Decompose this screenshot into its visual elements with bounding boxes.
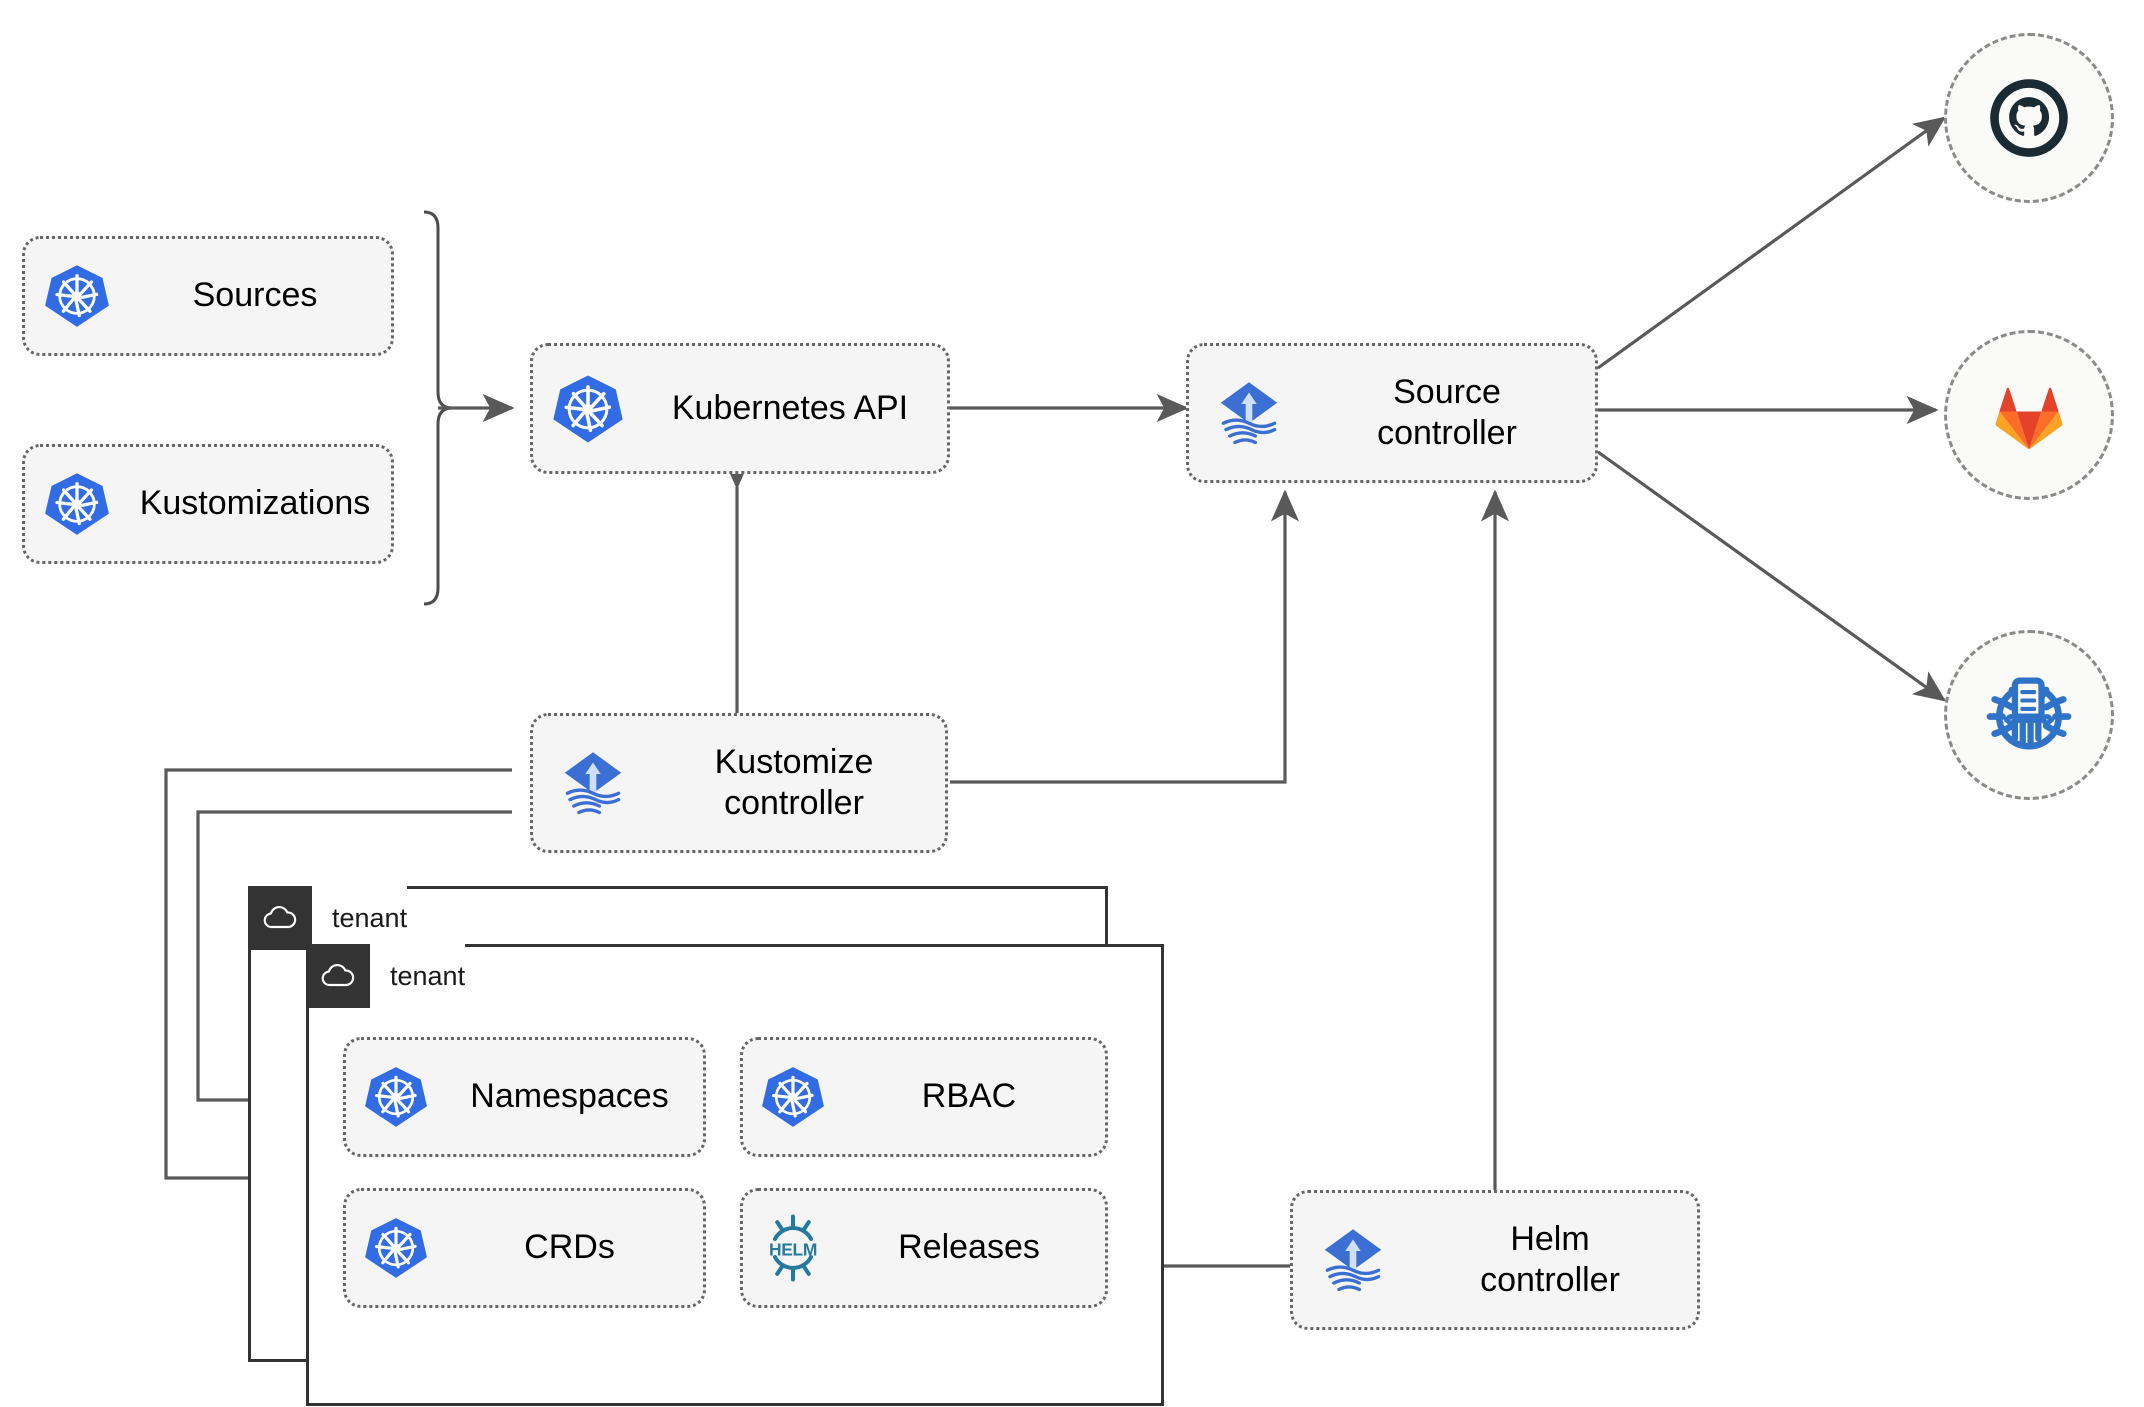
node-kustomize-controller[interactable]: Kustomize controller [530, 713, 948, 853]
node-rbac[interactable]: RBAC [740, 1037, 1108, 1157]
node-label: Sources [192, 276, 318, 315]
provider-github[interactable] [1944, 33, 2114, 203]
node-releases[interactable]: HELM Releases [740, 1188, 1108, 1308]
gitlab-icon [1995, 387, 2063, 450]
tenant-inner[interactable]: tenant [306, 944, 1164, 1406]
kubernetes-icon [533, 372, 643, 446]
provider-helm[interactable] [1944, 630, 2114, 800]
tenant-label: tenant [332, 902, 408, 933]
kubernetes-icon [25, 262, 129, 330]
node-helm-controller[interactable]: Helm controller [1290, 1190, 1700, 1330]
flux-icon [1293, 1219, 1413, 1301]
node-kustomizations[interactable]: Kustomizations [22, 444, 394, 564]
kubernetes-icon [346, 1215, 446, 1281]
node-label: Kubernetes API [671, 388, 909, 427]
node-label: Releases [898, 1228, 1040, 1267]
svg-text:HELM: HELM [769, 1239, 817, 1259]
cloud-icon [248, 886, 312, 950]
github-icon [1990, 79, 2068, 157]
tenant-header: tenant [306, 944, 466, 1008]
kubernetes-icon [346, 1064, 446, 1130]
tenant-header: tenant [248, 886, 408, 950]
tenant-label: tenant [390, 960, 466, 991]
node-label: Helm controller [1480, 1219, 1620, 1299]
node-label: CRDs [524, 1228, 615, 1267]
cloud-icon [306, 944, 370, 1008]
node-namespaces[interactable]: Namespaces [343, 1037, 706, 1157]
node-source-controller[interactable]: Source controller [1186, 343, 1598, 483]
kubernetes-icon [25, 470, 129, 538]
helm-icon [1986, 677, 2072, 750]
node-label: Namespaces [470, 1077, 669, 1116]
node-label: RBAC [921, 1077, 1017, 1116]
provider-gitlab[interactable] [1944, 330, 2114, 500]
node-kubernetes-api[interactable]: Kubernetes API [530, 343, 950, 474]
helm-wordmark-icon: HELM [743, 1212, 843, 1284]
node-label: Source controller [1377, 372, 1517, 452]
node-label: Kustomize controller [714, 742, 874, 822]
flux-icon [533, 742, 653, 824]
node-sources[interactable]: Sources [22, 236, 394, 356]
node-crds[interactable]: CRDs [343, 1188, 706, 1308]
node-label: Kustomizations [139, 484, 371, 523]
kubernetes-icon [743, 1064, 843, 1130]
flux-icon [1189, 372, 1309, 454]
